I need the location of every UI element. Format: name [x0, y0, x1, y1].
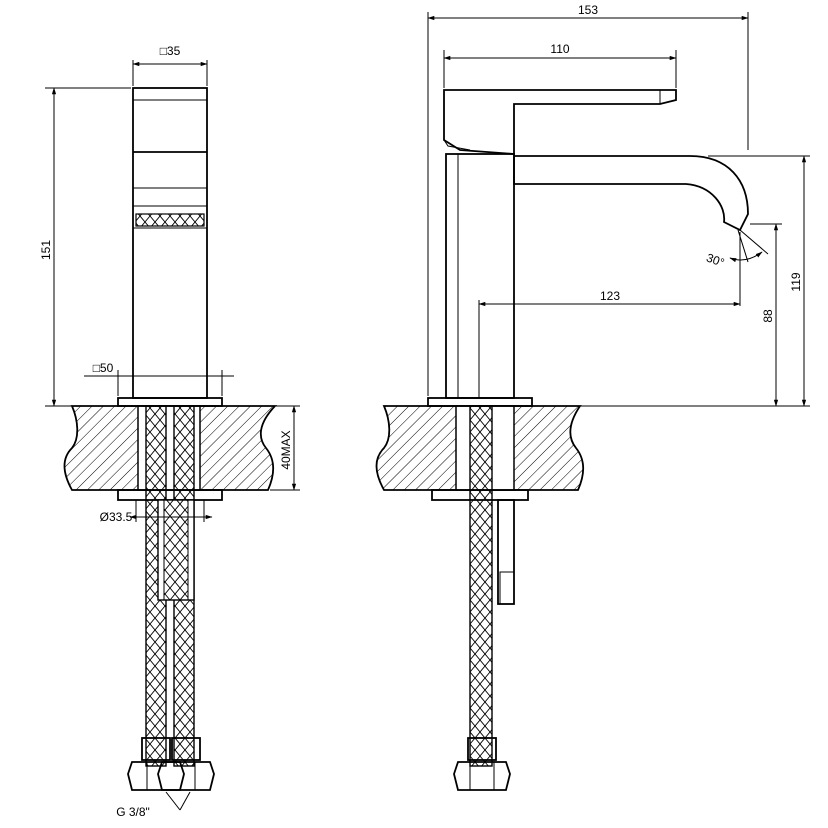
- front-base-plate: [117, 397, 223, 407]
- dim-front-width: □35: [132, 44, 208, 86]
- dim-base-square: □50: [84, 361, 234, 396]
- dim-hole-diameter: Ø33.5: [100, 500, 213, 524]
- front-view: □35 151 □50 40MAX Ø33.5: [39, 44, 300, 819]
- dim-front-height: 151: [39, 87, 131, 407]
- label-thread: G 3/8": [116, 805, 150, 819]
- dim-total-height: 119: [708, 155, 810, 407]
- label-front-height: 151: [39, 240, 53, 260]
- side-hose: [469, 405, 493, 767]
- label-counter-max: 40MAX: [279, 430, 293, 469]
- label-total-height: 119: [789, 272, 803, 291]
- dim-counter-max: 40MAX: [270, 405, 300, 491]
- label-side-handle-length: 110: [550, 42, 569, 56]
- dim-thread: G 3/8": [116, 791, 191, 819]
- side-spout: [513, 155, 749, 232]
- label-hole-diameter: Ø33.5: [100, 510, 133, 524]
- side-view: 153 110 123 30° 88: [375, 3, 810, 791]
- front-connector-nuts: [127, 737, 215, 791]
- side-connector-nut: [453, 737, 511, 791]
- side-faucet-body: [445, 153, 515, 399]
- front-faucet-body: [132, 87, 208, 399]
- side-lever-handle: [443, 89, 677, 155]
- label-base-square: □50: [93, 361, 114, 375]
- dim-spout-angle: 30°: [704, 229, 769, 270]
- side-base-plate: [427, 397, 533, 407]
- label-spout-height: 88: [761, 309, 775, 323]
- dim-spout-reach: 123: [478, 232, 741, 398]
- dim-side-total-width: 153: [427, 3, 749, 396]
- front-lock-nut: [117, 489, 223, 501]
- label-spout-reach: 123: [600, 289, 620, 303]
- label-side-total-width: 153: [578, 3, 598, 17]
- label-front-width: □35: [160, 44, 181, 58]
- dim-side-handle-length: 110: [443, 42, 677, 88]
- dim-spout-height: 88: [532, 223, 782, 407]
- front-aerator-grille: [135, 213, 205, 227]
- label-spout-angle: 30°: [704, 251, 726, 270]
